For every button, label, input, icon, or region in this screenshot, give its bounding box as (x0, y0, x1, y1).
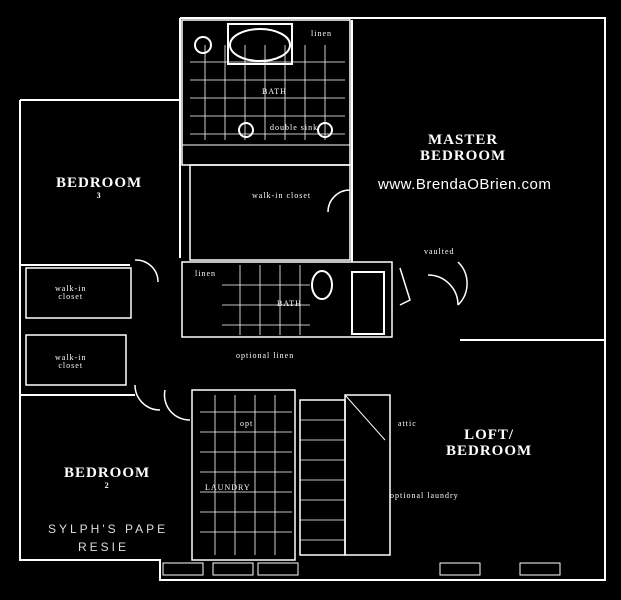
faint-text-1: SYLPH'S PAPE (48, 522, 169, 536)
room-master-label: MASTER BEDROOM (420, 132, 507, 165)
tub-lower (351, 271, 385, 335)
room-bed3-num: 3 (96, 190, 102, 200)
closet-1-text: closet (58, 292, 84, 302)
optional-laundry-label: optional laundry (390, 491, 459, 500)
room-bed2-num: 2 (104, 480, 110, 490)
room-loft-name: LOFT/ (464, 427, 515, 443)
bath-lower (181, 261, 393, 338)
bathtub (229, 28, 291, 62)
closet-2 (25, 334, 127, 386)
bath-lower-label: BATH (277, 299, 302, 308)
linen-label: linen (311, 29, 332, 38)
room-master-name: MASTER (427, 132, 499, 148)
linen2-label: linen (195, 269, 216, 278)
vaulted-label: vaulted (424, 247, 455, 256)
room-master-name2: BEDROOM (420, 147, 507, 164)
walkin-closet-1-label: walk-in closet (55, 284, 87, 302)
room-bed2-label: BEDROOM 2 (64, 465, 151, 490)
laundry-room (191, 389, 296, 561)
double-sink-label: double sink (270, 123, 319, 132)
room-bed3-label: BEDROOM 3 (56, 175, 143, 200)
faint-text-2: RESIE (78, 540, 130, 554)
walkin-1-text: walk-in (55, 284, 87, 293)
closet-1 (25, 267, 132, 319)
attic-label: attic (398, 419, 417, 428)
room-loft-name2: BEDROOM (446, 442, 533, 459)
walkin-closet (189, 164, 351, 261)
optional-linen-label: optional linen (236, 351, 295, 360)
bath-upper-label: BATH (262, 87, 287, 96)
room-loft-label: LOFT/ BEDROOM (446, 427, 533, 460)
exterior-wall (19, 100, 606, 581)
exterior-wall (180, 17, 606, 340)
walkin-closet-label: walk-in closet (252, 191, 312, 200)
toilet (311, 270, 333, 300)
closet-2-text: closet (58, 361, 84, 371)
room-bed3-name: BEDROOM (56, 175, 143, 191)
room-bed2-name: BEDROOM (64, 465, 151, 481)
sink (317, 122, 333, 138)
sink (238, 122, 254, 138)
watermark: www.BrendaOBrien.com (378, 176, 552, 193)
opt-label: opt (240, 419, 254, 428)
laundry-label: LAUNDRY (205, 483, 251, 492)
walkin-2-text: walk-in (55, 353, 87, 362)
walkin-closet-2-label: walk-in closet (55, 353, 87, 371)
attic-space (344, 394, 391, 556)
